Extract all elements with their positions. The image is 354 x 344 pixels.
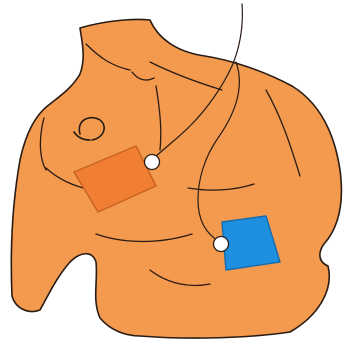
lateral-pad-connector — [214, 237, 229, 252]
anterior-pad-connector — [145, 155, 160, 170]
